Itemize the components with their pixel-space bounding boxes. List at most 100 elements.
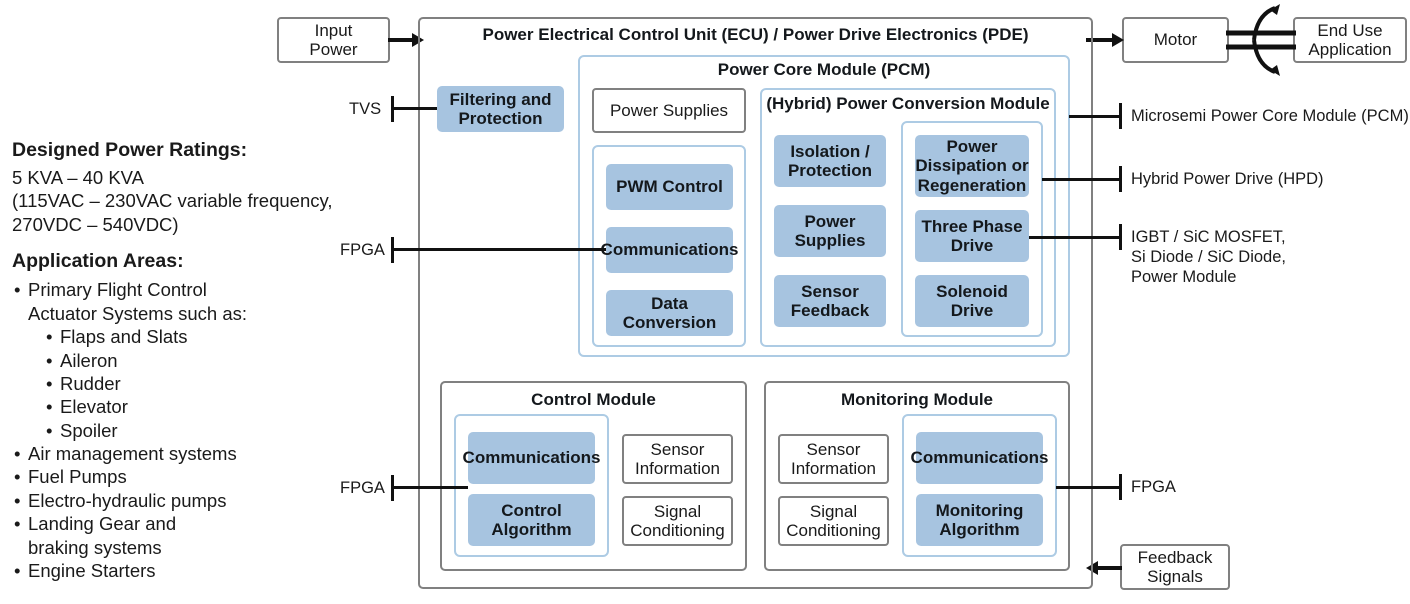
application-area-label: Rudder [60, 372, 121, 394]
input-power-label: Input Power [309, 20, 358, 59]
application-area-label: Primary Flight Control [28, 279, 207, 301]
hpcm-power-supplies-box: Power Supplies [774, 205, 886, 257]
application-area-item: • Fuel Pumps [12, 465, 342, 488]
power-core-module-container [578, 55, 1070, 357]
pcm-power-supplies-label: Power Supplies [609, 100, 729, 120]
monitoring-algorithm-box: Monitoring Algorithm [916, 494, 1043, 546]
right-connector-label-igbt: IGBT / SiC MOSFET, Si Diode / SiC Diode,… [1131, 228, 1286, 287]
filtering-and-protection-box: Filtering and Protection [437, 86, 564, 132]
control-module-sensor-information-box: Sensor Information [622, 434, 733, 484]
application-area-label: Engine Starters [28, 560, 156, 582]
power-dissipation-regeneration-box: Power Dissipation or Regeneration [915, 135, 1029, 197]
igbt-connector-line [1029, 236, 1122, 239]
application-area-label: Fuel Pumps [28, 466, 127, 488]
power-core-module-title: Power Core Module (PCM) [717, 60, 931, 79]
end-use-application-label: End Use Application [1308, 20, 1392, 59]
three-phase-drive-box: Three Phase Drive [915, 210, 1029, 262]
bullet-icon: • [14, 279, 21, 301]
monitoring-module-container [764, 381, 1070, 571]
pcm-connector-line [1069, 115, 1122, 118]
right-connector-label-fpga: FPGA [1131, 478, 1176, 496]
control-algorithm-box: Control Algorithm [468, 494, 595, 546]
arrow-ecu-to-motor-icon [1086, 33, 1124, 47]
monitoring-module-sensor-information-box: Sensor Information [778, 434, 889, 484]
application-area-label: Aileron [60, 349, 118, 371]
application-area-item: • Air management systems [12, 442, 342, 465]
end-use-application-box: End Use Application [1293, 17, 1407, 63]
ecu-title: Power Electrical Control Unit (ECU) / Po… [482, 25, 1029, 44]
application-areas-heading: Application Areas: [12, 250, 184, 273]
control-module-communications-label: Communications [462, 448, 601, 468]
left-connector-label-fpga-control: FPGA [340, 479, 385, 497]
monitoring-module-blue-group-container [902, 414, 1057, 557]
feedback-signals-box: Feedback Signals [1120, 544, 1230, 590]
tvs-connector-line [391, 107, 437, 110]
solenoid-drive-label: Solenoid Drive [936, 281, 1008, 320]
ecu-container [418, 17, 1093, 589]
bullet-icon: • [14, 443, 21, 465]
hybrid-power-drive-container [901, 121, 1043, 337]
monitoring-module-communications-label: Communications [910, 448, 1049, 468]
control-module-container [440, 381, 747, 571]
right-connector-label-pcm: Microsemi Power Core Module (PCM) [1131, 107, 1409, 125]
application-area-label-continued: Actuator Systems such as: [28, 302, 248, 324]
power-ratings-text: 5 KVA – 40 KVA (115VAC – 230VAC variable… [12, 166, 333, 235]
fpga-monitoring-connector-line [1056, 486, 1122, 489]
monitoring-module-communications-box: Communications [911, 432, 1048, 484]
application-area-item: • Aileron [12, 349, 342, 372]
fpga-monitoring-tick-icon [1119, 474, 1122, 500]
monitoring-module-signal-conditioning-label: Signal Conditioning [786, 501, 881, 540]
control-module-blue-group-container [454, 414, 609, 557]
monitoring-algorithm-label: Monitoring Algorithm [935, 500, 1024, 539]
application-area-label: Air management systems [28, 443, 237, 465]
isolation-protection-box: Isolation / Protection [774, 135, 886, 187]
pcm-left-group-container [592, 145, 746, 347]
pcm-communications-box: Communications [601, 227, 738, 273]
solenoid-drive-box: Solenoid Drive [915, 275, 1029, 327]
application-area-item: •Engine Starters [12, 559, 342, 582]
mechanical-shaft-icon [1226, 4, 1296, 76]
bullet-icon: • [46, 396, 53, 418]
application-area-label-continued: braking systems [28, 536, 162, 558]
bullet-icon: • [14, 513, 21, 535]
hybrid-power-conversion-module-container [760, 88, 1056, 347]
bullet-icon: • [46, 349, 53, 371]
motor-box: Motor [1122, 17, 1229, 63]
application-area-label: Flaps and Slats [60, 326, 188, 348]
pcm-tick-icon [1119, 103, 1122, 129]
bullet-icon: • [46, 372, 53, 394]
data-conversion-label: Data Conversion [622, 293, 717, 332]
power-ratings-heading: Designed Power Ratings: [12, 139, 248, 161]
input-power-box: Input Power [277, 17, 390, 63]
bullet-icon: • [14, 466, 21, 488]
motor-label: Motor [1153, 30, 1198, 50]
bullet-icon: • [14, 489, 21, 511]
control-module-signal-conditioning-label: Signal Conditioning [630, 501, 725, 540]
monitoring-module-signal-conditioning-box: Signal Conditioning [778, 496, 889, 546]
application-area-label: Elevator [60, 396, 128, 418]
application-area-item: •Flaps and Slats [12, 325, 342, 348]
control-module-sensor-information-label: Sensor Information [634, 439, 721, 478]
application-area-label: Landing Gear and [28, 513, 177, 535]
igbt-tick-icon [1119, 224, 1122, 250]
isolation-protection-label: Isolation / Protection [787, 141, 873, 180]
monitoring-module-sensor-information-label: Sensor Information [790, 439, 877, 478]
application-area-label: Electro-hydraulic pumps [28, 489, 227, 511]
pcm-power-supplies-box: Power Supplies [592, 88, 746, 133]
hybrid-power-conversion-module-title: (Hybrid) Power Conversion Module [766, 94, 1050, 113]
application-area-item: •Spoiler [12, 419, 342, 442]
hpd-tick-icon [1119, 166, 1122, 192]
pwm-control-label: PWM Control [616, 177, 723, 197]
application-area-item: • Elevator [12, 395, 342, 418]
hpcm-power-supplies-label: Power Supplies [794, 211, 866, 250]
application-area-item: • Electro-hydraulic pumps [12, 489, 342, 512]
monitoring-module-title: Monitoring Module [840, 390, 994, 409]
pwm-control-box: PWM Control [606, 164, 733, 210]
pcm-communications-label: Communications [600, 240, 739, 260]
fpga-control-connector-line [391, 486, 468, 489]
control-module-communications-box: Communications [463, 432, 600, 484]
hpd-connector-line [1042, 178, 1122, 181]
